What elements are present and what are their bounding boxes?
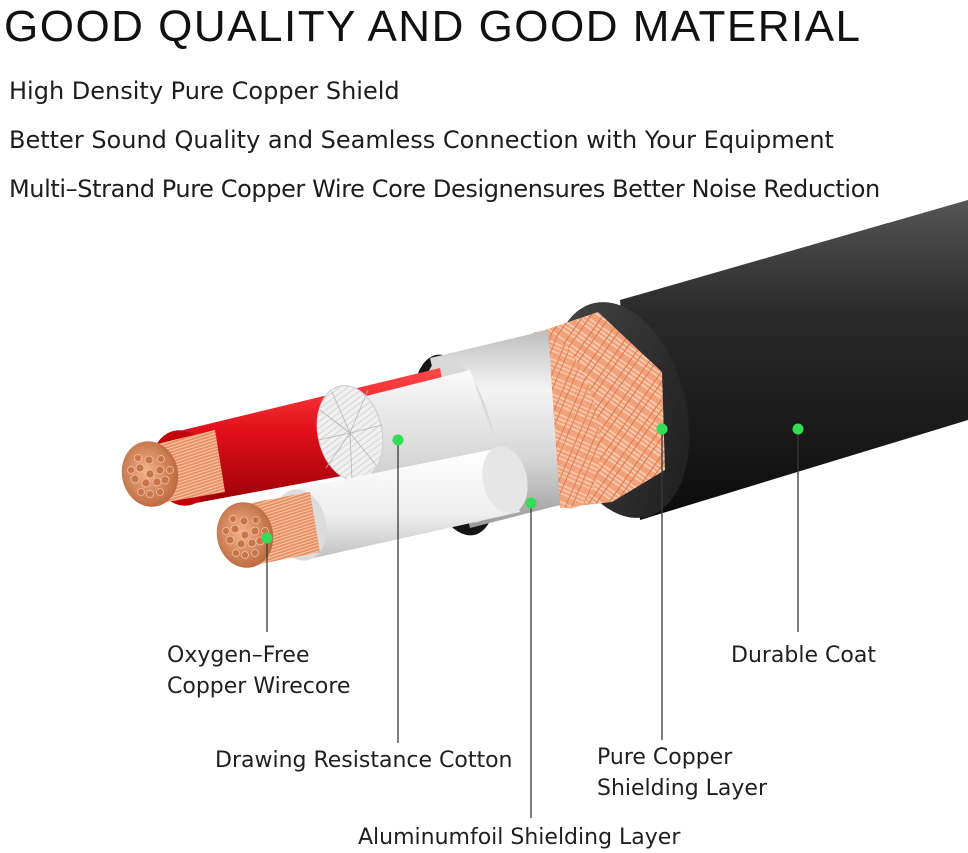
feature-sound-quality: Better Sound Quality and Seamless Connec… — [9, 126, 834, 154]
drawing-resistance-cotton — [316, 370, 500, 481]
leader-lines — [266, 429, 799, 818]
white-copper-strands — [216, 492, 320, 568]
callout-wirecore-line1: Oxygen–Free — [167, 643, 310, 668]
cable-cross-section-diagram — [121, 200, 968, 818]
feature-copper-shield: High Density Pure Copper Shield — [9, 77, 400, 105]
headline: GOOD QUALITY AND GOOD MATERIAL — [4, 2, 862, 51]
callout-copper-line2: Shielding Layer — [597, 776, 767, 801]
callout-durable-coat: Durable Coat — [731, 643, 876, 668]
feature-noise-reduction: Multi–Strand Pure Copper Wire Core Desig… — [9, 175, 880, 203]
marker-copper-shield — [656, 423, 668, 435]
callout-wirecore-line2: Copper Wirecore — [167, 674, 351, 699]
marker-foil — [525, 497, 537, 509]
markers — [261, 423, 804, 544]
callout-drawing-resistance-cotton: Drawing Resistance Cotton — [215, 748, 513, 773]
marker-wirecore — [261, 532, 273, 544]
callout-aluminum-foil-layer: Aluminumfoil Shielding Layer — [358, 825, 681, 850]
red-copper-strands — [121, 430, 225, 507]
marker-coat — [792, 423, 804, 435]
marker-cotton — [392, 434, 404, 446]
callout-copper-line1: Pure Copper — [597, 745, 733, 770]
